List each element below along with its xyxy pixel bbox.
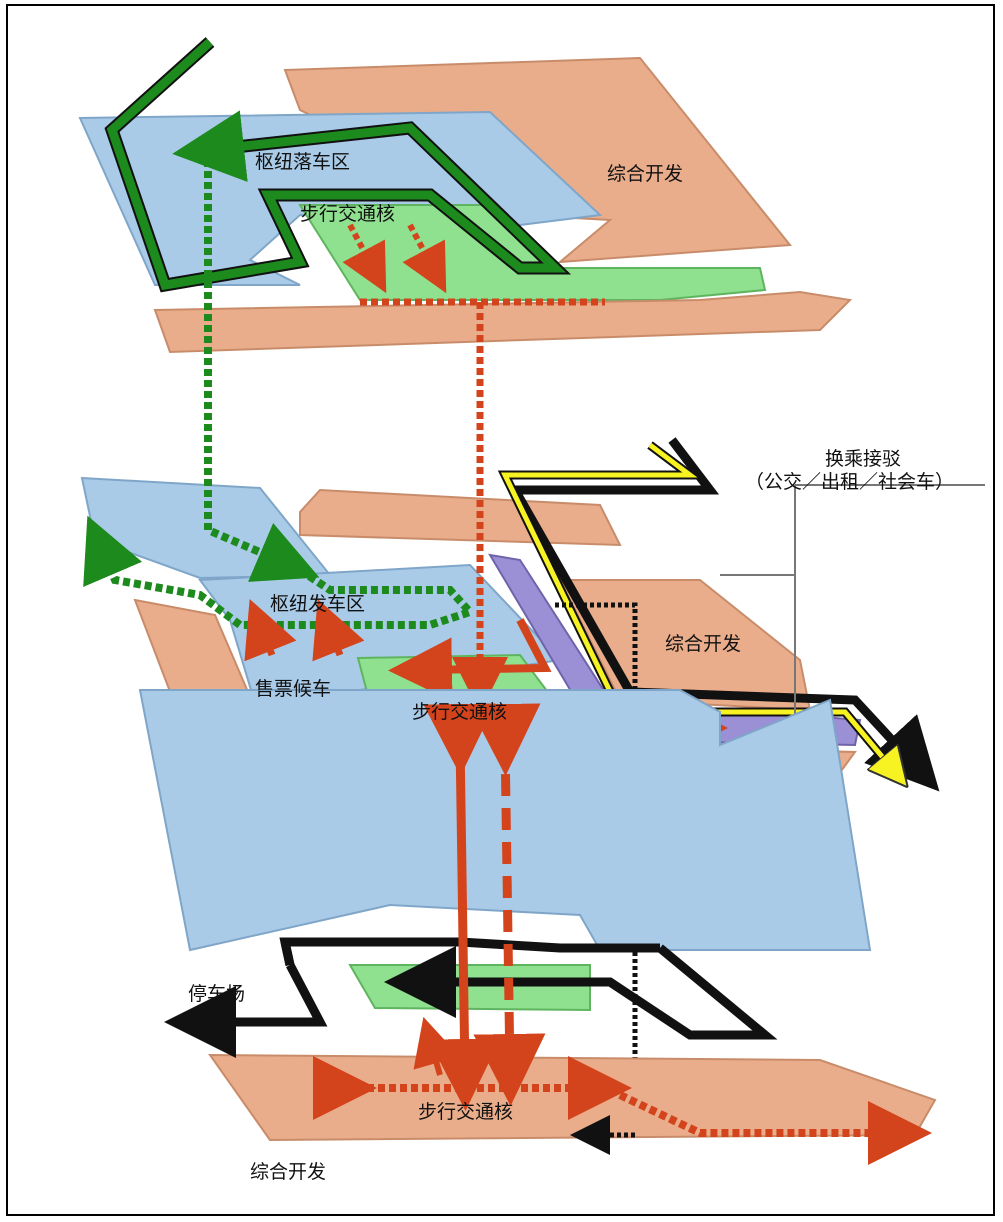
label-mid-commercial: 综合开发 xyxy=(665,633,741,655)
bottom-walk-core-area xyxy=(348,964,591,1012)
label-top-walk-core: 步行交通核 xyxy=(300,203,395,225)
label-mid-departure: 枢纽发车区 xyxy=(270,593,365,615)
label-bottom-parking: 停车场 xyxy=(188,983,245,1005)
top-commercial-strip xyxy=(153,290,853,354)
green-dotted-transfer xyxy=(204,160,320,582)
label-mid-ticket-wait: 售票候车 xyxy=(255,678,331,700)
label-transfer-title: 换乘接驳 xyxy=(825,448,901,470)
label-bottom-commercial: 综合开发 xyxy=(250,1161,326,1183)
mid-black-route xyxy=(507,437,940,792)
bottom-level xyxy=(138,689,937,1165)
mid-commercial-back xyxy=(299,488,622,547)
top-level xyxy=(78,37,853,354)
label-bottom-walk-core: 步行交通核 xyxy=(418,1101,513,1123)
label-mid-walk-core: 步行交通核 xyxy=(412,701,507,723)
label-transfer-detail: （公交／出租／社会车） xyxy=(745,471,954,493)
bottom-commercial-strip xyxy=(208,1053,937,1142)
label-top-commercial: 综合开发 xyxy=(607,163,683,185)
label-top-dropoff: 枢纽落车区 xyxy=(255,151,350,173)
